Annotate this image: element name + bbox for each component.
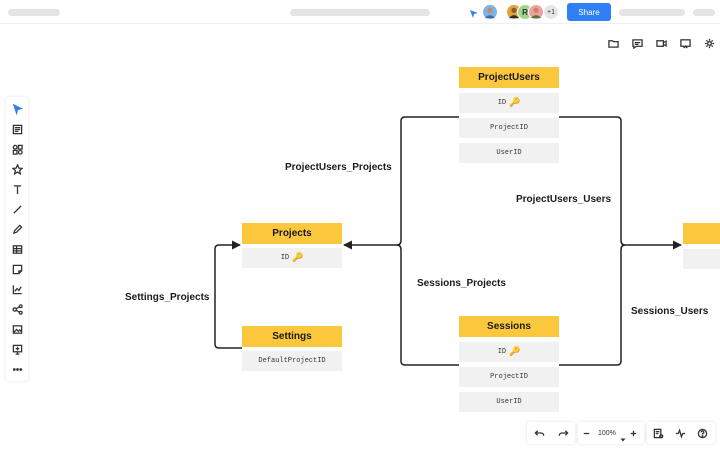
comment-icon[interactable] bbox=[626, 32, 648, 54]
field-name: ProjectID bbox=[490, 124, 528, 132]
activity-icon[interactable] bbox=[669, 423, 691, 443]
frame-icon[interactable] bbox=[602, 32, 624, 54]
board-name-placeholder[interactable] bbox=[290, 9, 430, 16]
relation-label-sessions-projects[interactable]: Sessions_Projects bbox=[417, 278, 506, 289]
settings-gear-icon[interactable] bbox=[698, 32, 720, 54]
field-row[interactable]: ID 🔑 bbox=[242, 248, 342, 268]
text-icon[interactable] bbox=[6, 179, 28, 199]
primary-key-icon: 🔑 bbox=[292, 253, 304, 263]
star-icon[interactable] bbox=[6, 159, 28, 179]
avatar-overflow-count[interactable]: +1 bbox=[543, 4, 559, 20]
relation-label-settings-projects[interactable]: Settings_Projects bbox=[125, 292, 210, 303]
field-row[interactable]: UserID bbox=[459, 143, 559, 163]
field-row[interactable]: ProjectID bbox=[459, 367, 559, 387]
board-title-placeholder[interactable] bbox=[8, 9, 60, 16]
field-row[interactable]: DefaultProjectID bbox=[242, 351, 342, 371]
field-name: ID bbox=[280, 254, 290, 262]
primary-key-icon: 🔑 bbox=[509, 98, 521, 108]
table-icon[interactable] bbox=[6, 239, 28, 259]
entity-projects[interactable]: Projects ID 🔑 bbox=[242, 223, 342, 268]
zoom-bar: 100% bbox=[578, 422, 644, 444]
help-icon[interactable] bbox=[691, 423, 713, 443]
top-bar: R +1 Share bbox=[0, 0, 720, 24]
share-button[interactable]: Share bbox=[567, 3, 611, 21]
primary-key-icon: 🔑 bbox=[509, 347, 521, 357]
field-row[interactable]: ID 🔑 bbox=[459, 342, 559, 362]
image-icon[interactable] bbox=[6, 319, 28, 339]
entity-project-users[interactable]: ProjectUsers ID 🔑 ProjectID UserID bbox=[459, 67, 559, 163]
undo-redo-bar bbox=[527, 422, 575, 444]
utility-bar bbox=[647, 422, 715, 444]
pen-icon[interactable] bbox=[6, 219, 28, 239]
template-icon[interactable] bbox=[6, 119, 28, 139]
redo-icon[interactable] bbox=[551, 423, 575, 443]
zoom-in-icon[interactable] bbox=[626, 423, 642, 443]
entity-title: ProjectUsers bbox=[459, 67, 559, 88]
shapes-icon[interactable] bbox=[6, 139, 28, 159]
toolbar-placeholder-2[interactable] bbox=[693, 9, 715, 16]
field-name: ProjectID bbox=[490, 373, 528, 381]
avatar-letter: R bbox=[522, 7, 528, 17]
line-icon[interactable] bbox=[6, 199, 28, 219]
cursor-pointer-icon bbox=[469, 6, 479, 18]
field-row[interactable]: UserID bbox=[459, 392, 559, 412]
entity-users-partial[interactable] bbox=[683, 223, 720, 269]
edge-sessions-projects bbox=[396, 244, 459, 366]
field-name: DefaultProjectID bbox=[258, 357, 326, 365]
sticky-note-icon[interactable] bbox=[6, 259, 28, 279]
mindmap-icon[interactable] bbox=[6, 299, 28, 319]
field-row[interactable]: ProjectID bbox=[459, 118, 559, 138]
chevron-down-icon[interactable] bbox=[620, 430, 626, 442]
relation-label-sessions-users[interactable]: Sessions_Users bbox=[631, 306, 709, 317]
select-cursor-icon[interactable] bbox=[6, 99, 28, 119]
entity-users-row bbox=[683, 249, 720, 269]
embed-icon[interactable] bbox=[6, 339, 28, 359]
video-icon[interactable] bbox=[650, 32, 672, 54]
entity-title: Settings bbox=[242, 326, 342, 347]
entity-users-header bbox=[683, 223, 720, 244]
field-name: ID bbox=[497, 99, 507, 107]
toolbar-placeholder-1[interactable] bbox=[619, 9, 685, 16]
edge-settings-projects bbox=[214, 240, 242, 349]
right-toolbar bbox=[602, 32, 720, 54]
left-toolbar bbox=[6, 97, 28, 381]
board-structure-icon[interactable] bbox=[647, 423, 669, 443]
zoom-out-icon[interactable] bbox=[578, 423, 594, 443]
chart-icon[interactable] bbox=[6, 279, 28, 299]
undo-icon[interactable] bbox=[527, 423, 551, 443]
present-icon[interactable] bbox=[674, 32, 696, 54]
entity-title: Sessions bbox=[459, 316, 559, 337]
field-name: UserID bbox=[496, 398, 522, 406]
relation-label-project-users-projects[interactable]: ProjectUsers_Projects bbox=[285, 162, 392, 173]
edge-project-users-projects bbox=[343, 116, 459, 250]
field-name: ID bbox=[497, 348, 507, 356]
relation-label-project-users-users[interactable]: ProjectUsers_Users bbox=[516, 194, 612, 205]
avatar-user-1[interactable] bbox=[482, 4, 498, 20]
overflow-count: +1 bbox=[547, 8, 555, 16]
edge-project-users-users bbox=[559, 116, 682, 250]
entity-title: Projects bbox=[242, 223, 342, 244]
entity-settings[interactable]: Settings DefaultProjectID bbox=[242, 326, 342, 371]
edge-sessions-users bbox=[559, 244, 626, 366]
field-row[interactable]: ID 🔑 bbox=[459, 93, 559, 113]
more-icon[interactable] bbox=[6, 359, 28, 379]
entity-sessions[interactable]: Sessions ID 🔑 ProjectID UserID bbox=[459, 316, 559, 412]
field-name: UserID bbox=[496, 149, 522, 157]
zoom-level[interactable]: 100% bbox=[598, 429, 616, 437]
